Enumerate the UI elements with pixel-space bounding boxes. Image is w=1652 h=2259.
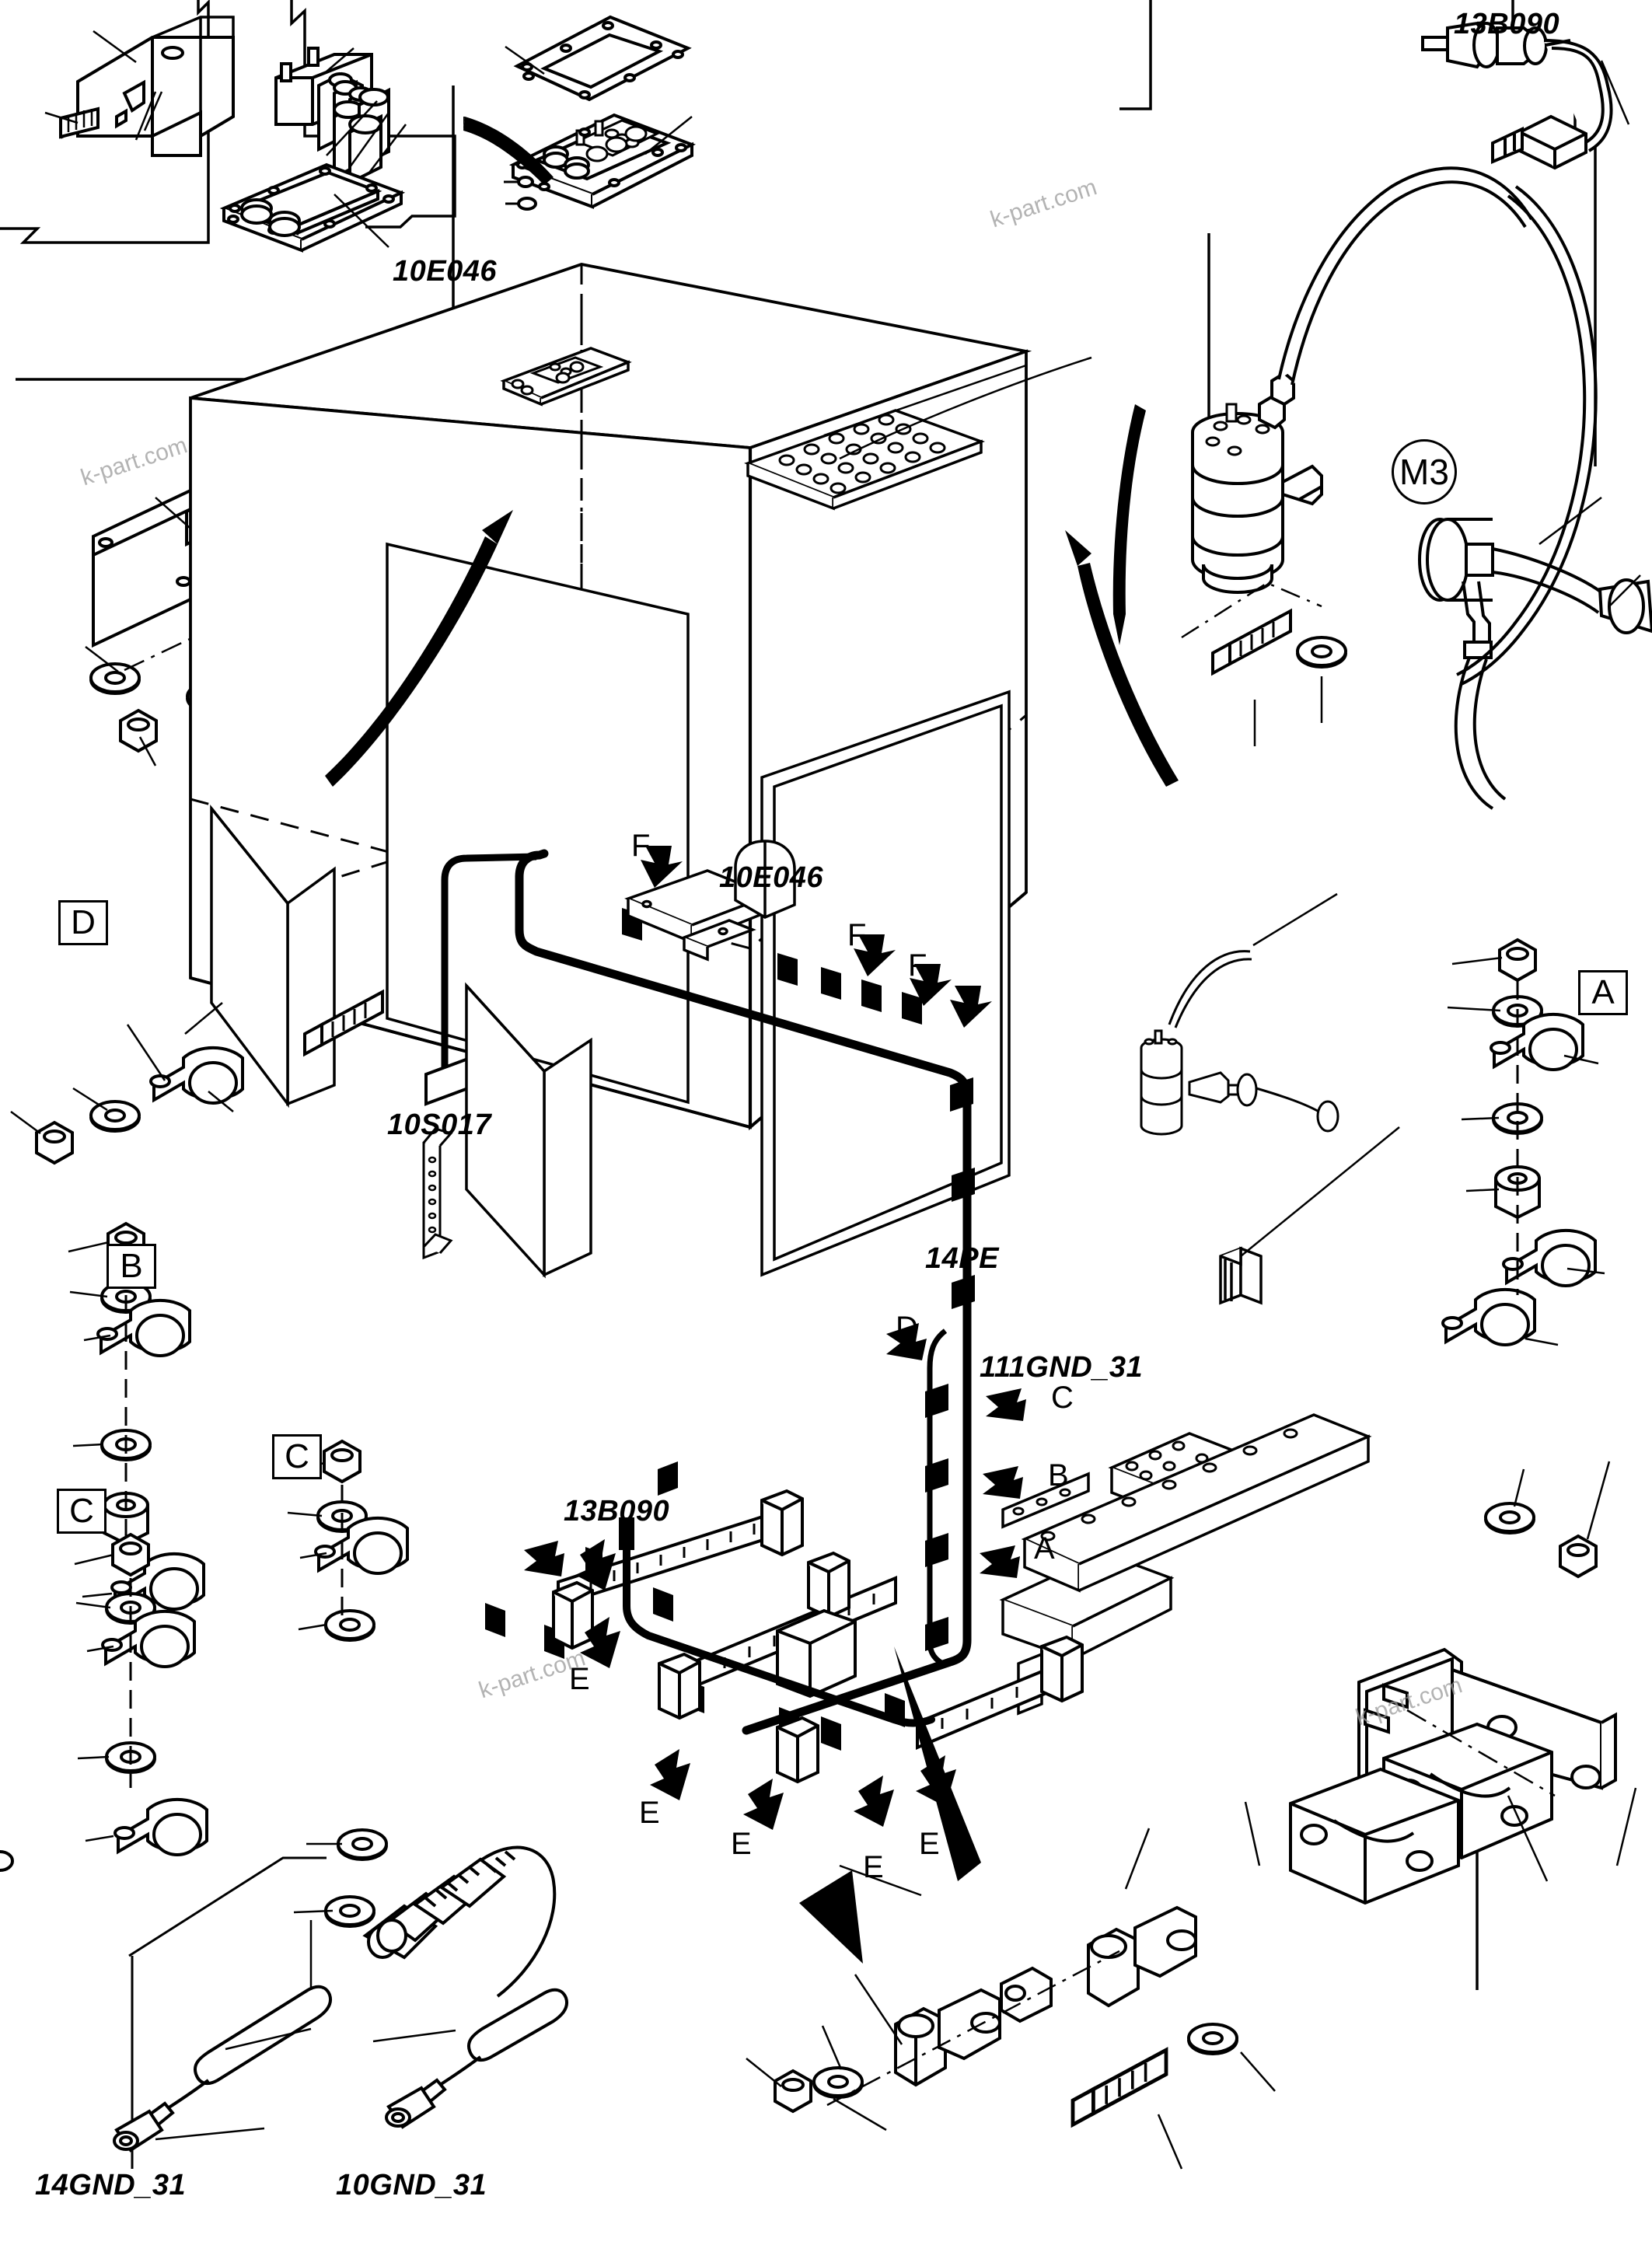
ground-strap-assembly bbox=[113, 1845, 568, 2169]
part-label-10gnd_31: 10GND_31 bbox=[336, 2169, 487, 2201]
cabinet-right-door bbox=[760, 690, 1011, 1277]
bottom-center-hardware bbox=[746, 1828, 1276, 2170]
part-label-10s017: 10S017 bbox=[387, 1109, 492, 1141]
section-marker-box-b: B bbox=[107, 1244, 156, 1289]
pipe-clamp-bracket-assembly bbox=[0, 1647, 1617, 1905]
part-label-10e046: 10E046 bbox=[393, 255, 498, 288]
callout-letter-e: E bbox=[639, 1796, 660, 1830]
callout-letter-f: F bbox=[631, 829, 651, 863]
assembly-arrow-curved-a bbox=[463, 117, 554, 185]
harness-branch-10S017 bbox=[441, 853, 537, 1073]
callout-letter-e: E bbox=[919, 1827, 940, 1861]
harness-label-tag bbox=[424, 1056, 470, 1106]
callout-letter-a: A bbox=[1034, 1531, 1055, 1566]
clamp-stack-group-A bbox=[1441, 938, 1605, 1346]
part-label-14gnd_31: 14GND_31 bbox=[35, 2169, 187, 2201]
horn-hose-loop bbox=[1461, 185, 1598, 686]
inner-wedge-panel-center bbox=[465, 982, 592, 1279]
callout-letter-e: E bbox=[731, 1827, 752, 1861]
part-label-14pe: 14PE bbox=[925, 1242, 999, 1275]
callout-letter-e: E bbox=[569, 1662, 590, 1696]
part-label-111gnd_31: 111GND_31 bbox=[980, 1351, 1144, 1384]
callout-letter-f: F bbox=[908, 948, 927, 983]
terminal-panel-plate bbox=[508, 113, 696, 209]
clamp-stack-group-D bbox=[10, 990, 384, 1164]
filter-mount-fasteners bbox=[1181, 581, 1347, 746]
cabinet-top-terminal-plate bbox=[500, 347, 632, 407]
rail-device-10E046 bbox=[624, 840, 796, 962]
section-marker-box-a: A bbox=[1578, 970, 1628, 1015]
right-lower-hardware bbox=[1484, 1461, 1611, 1578]
cabinet-base-ledge bbox=[1021, 1413, 1372, 1593]
cabinet-left-door bbox=[386, 542, 690, 1105]
section-marker-circle-m3: M3 bbox=[1392, 439, 1457, 505]
callout-letter-c: C bbox=[1051, 1381, 1074, 1415]
section-marker-box-d: D bbox=[58, 900, 108, 945]
vent-plate bbox=[744, 409, 986, 511]
terminal-block-assembly bbox=[274, 47, 390, 186]
gasket-ring bbox=[513, 15, 692, 102]
cable-tray-assembly bbox=[552, 1489, 1084, 1784]
part-label-13b090: 13B090 bbox=[564, 1495, 670, 1528]
ground-conductor-111GND31 bbox=[927, 1329, 948, 1668]
cover-plate-upper-left bbox=[219, 162, 406, 253]
door-connector-block bbox=[1219, 1246, 1263, 1305]
callout-letter-d: D bbox=[896, 1311, 918, 1345]
callout-letter-e: E bbox=[863, 1850, 884, 1884]
sensor-10S017 bbox=[422, 1127, 453, 1260]
cabinet-inner-filter bbox=[1140, 950, 1339, 1136]
callout-letter-b: B bbox=[1048, 1458, 1069, 1493]
relay-block-assembly bbox=[59, 16, 235, 157]
clamp-stack-group-C2 bbox=[74, 1533, 388, 1928]
section-marker-box-c: C bbox=[272, 1434, 322, 1479]
callout-letter-f: F bbox=[847, 918, 867, 952]
callout-arrows bbox=[325, 510, 1179, 1881]
connector-lead-13B090 bbox=[1421, 21, 1613, 170]
part-label-10e046: 10E046 bbox=[719, 861, 824, 894]
part-label-13b090: 13B090 bbox=[1454, 8, 1560, 40]
leader-lines-terminal bbox=[326, 47, 407, 173]
filter-and-horn-assembly bbox=[1191, 166, 1652, 810]
leader-lines-relay bbox=[44, 30, 163, 141]
section-marker-box-c: C bbox=[57, 1489, 107, 1534]
